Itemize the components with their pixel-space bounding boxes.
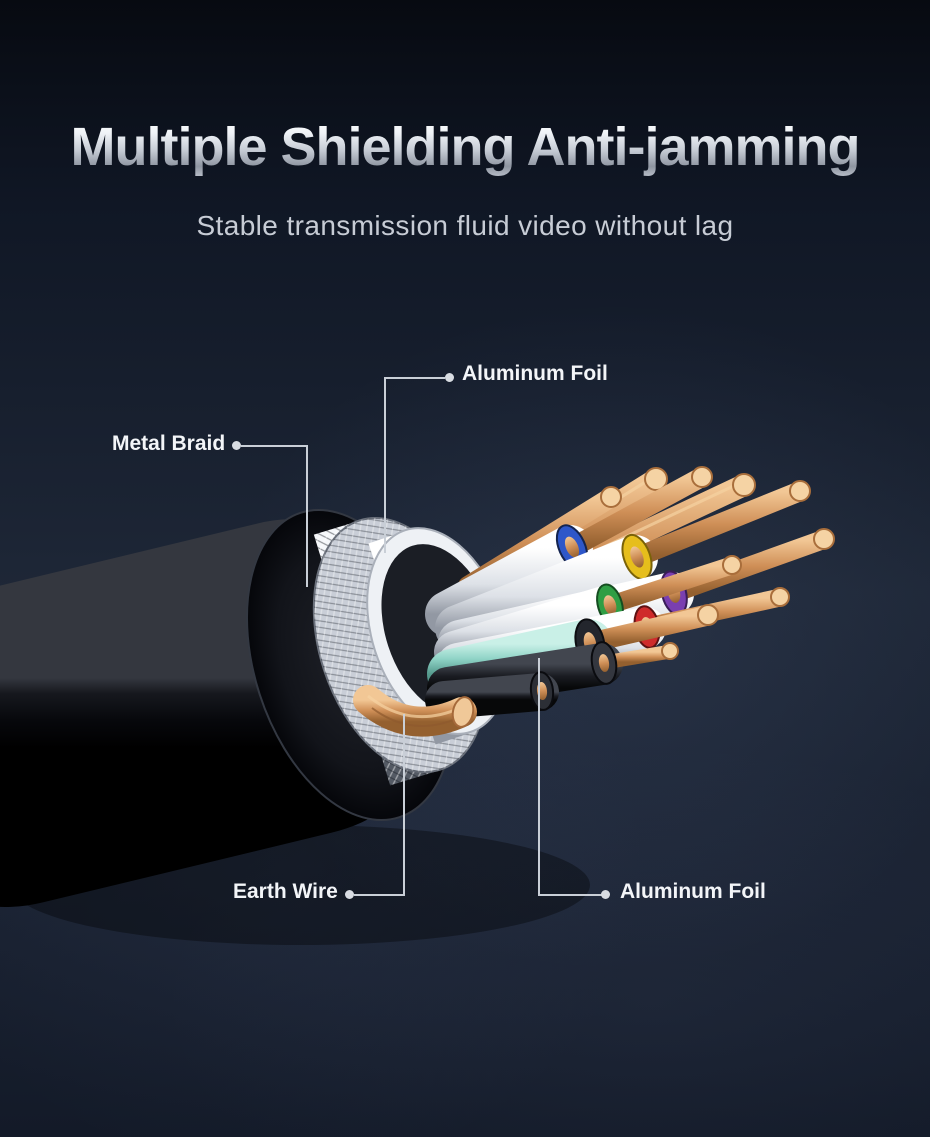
callout-line-metal-braid — [306, 445, 308, 587]
callout-label-earth-wire: Earth Wire — [233, 880, 338, 903]
callout-dot-aluminum-foil-bottom — [601, 890, 610, 899]
callout-label-metal-braid: Metal Braid — [112, 432, 226, 455]
earth-wire-bundle — [353, 685, 477, 737]
callout-line-earth-wire — [403, 714, 405, 896]
callout-dot-metal-braid — [232, 441, 241, 450]
callout-line-earth-wire — [354, 894, 404, 896]
subtitle: Stable transmission fluid video without … — [196, 210, 734, 241]
callout-line-aluminum-foil-bottom — [538, 894, 602, 896]
callout-line-aluminum-foil-bottom — [538, 658, 540, 896]
headline: Multiple Shielding Anti-jamming — [0, 117, 930, 177]
callout-line-aluminum-foil-top — [384, 377, 386, 553]
callout-label-aluminum-foil-bottom: Aluminum Foil — [620, 880, 766, 903]
callout-dot-aluminum-foil-top — [445, 373, 454, 382]
callout-line-metal-braid — [241, 445, 308, 447]
wire-cores — [425, 466, 835, 719]
callout-line-aluminum-foil-top — [384, 377, 445, 379]
callout-dot-earth-wire — [345, 890, 354, 899]
callout-label-aluminum-foil-top: Aluminum Foil — [462, 362, 608, 385]
